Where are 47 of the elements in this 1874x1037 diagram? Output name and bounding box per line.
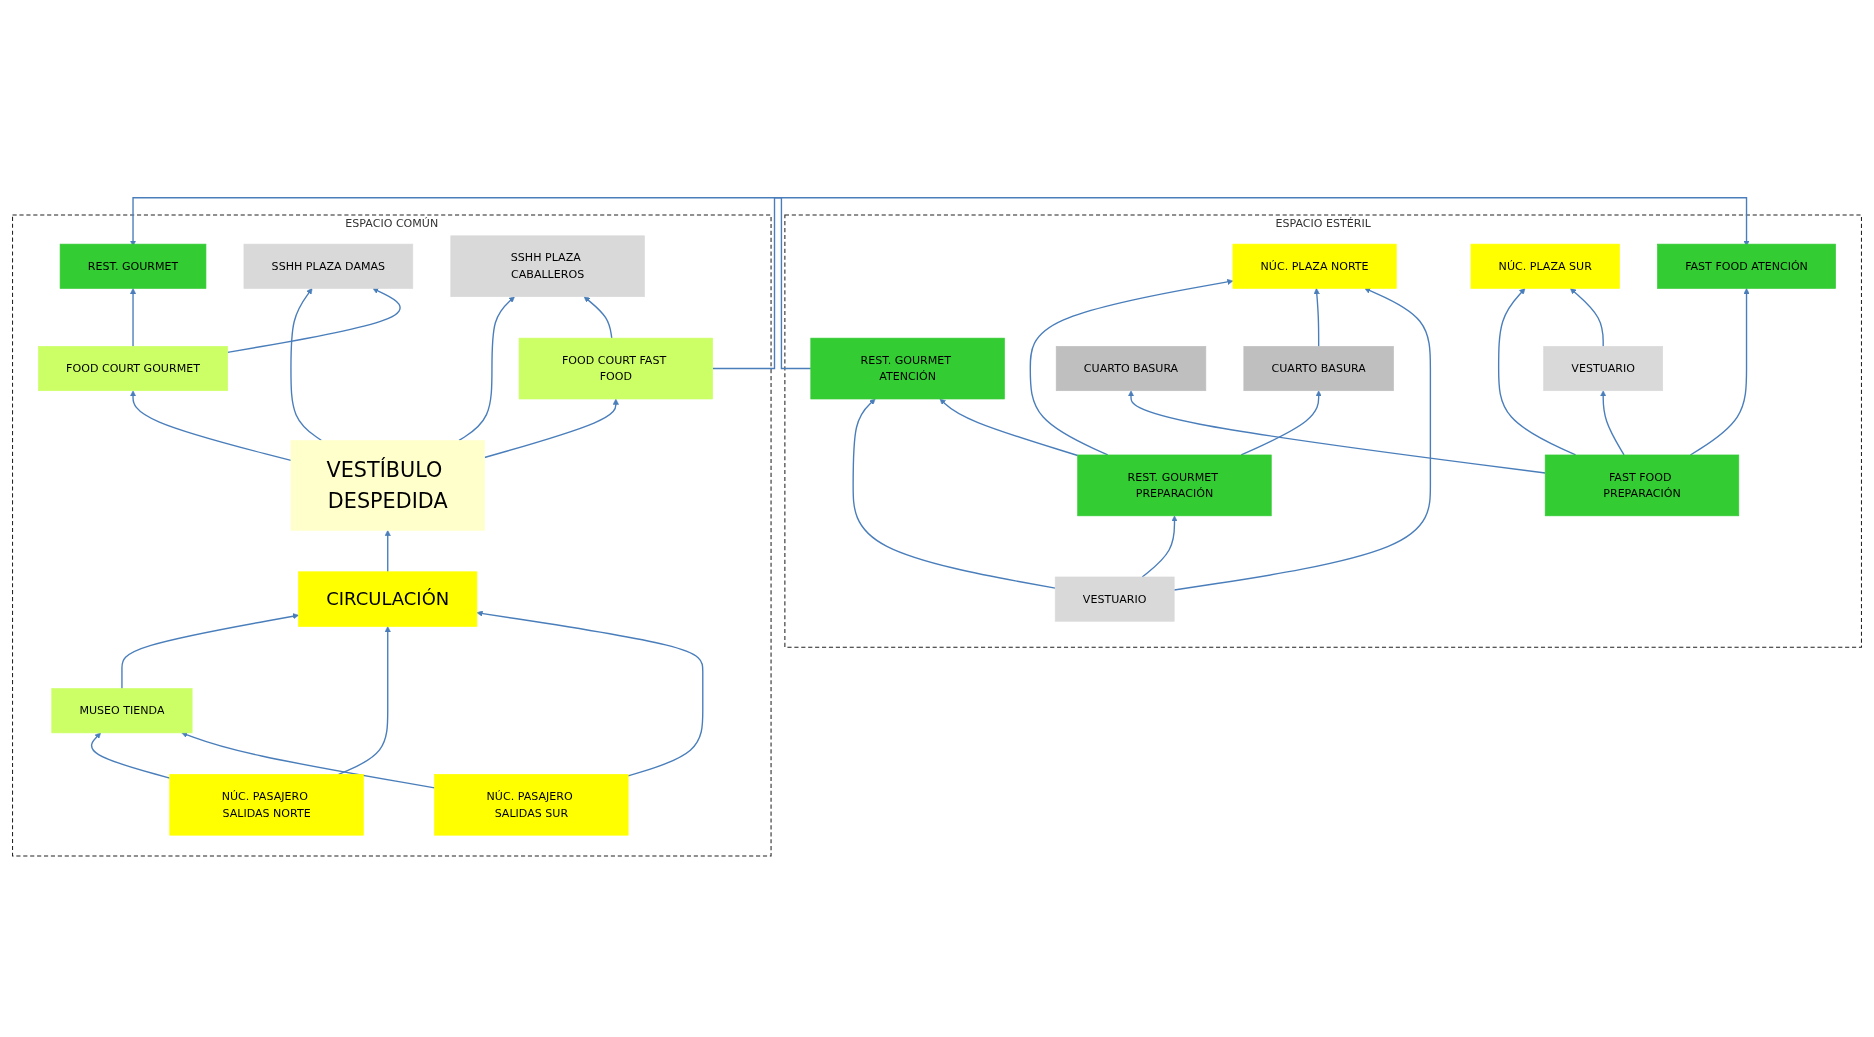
arrow — [130, 197, 812, 370]
node-box: FAST FOOD PREPARACIÓN — [1544, 454, 1740, 517]
arrow — [384, 530, 391, 573]
arrow — [939, 398, 1079, 457]
arrow — [130, 390, 292, 462]
node-box: VESTÍBULO DESPEDIDA — [290, 440, 485, 531]
arrow — [1600, 390, 1625, 456]
arrow — [583, 296, 613, 340]
arrow — [290, 288, 323, 442]
arrow — [476, 610, 704, 777]
node-box: NÚC. PLAZA SUR — [1470, 244, 1620, 289]
arrow — [1689, 288, 1750, 456]
arrow — [1313, 288, 1320, 348]
node-box: REST. GOURMET — [59, 244, 207, 289]
node-box: MUSEO TIENDA — [51, 688, 193, 734]
arrow — [1029, 279, 1234, 456]
arrow — [1128, 390, 1546, 474]
node-box: CIRCULACIÓN — [298, 571, 478, 628]
node-box: NÚC. PLAZA NORTE — [1232, 244, 1397, 289]
node-box: REST. GOURMET PREPARACIÓN — [1077, 454, 1272, 517]
arrow — [181, 732, 436, 789]
arrow — [337, 626, 391, 776]
node-box: SSHH PLAZA DAMAS — [243, 244, 414, 289]
node-box: CUARTO BASURA — [1055, 346, 1207, 392]
node-box: VESTUARIO — [1543, 346, 1663, 392]
arrow — [1497, 288, 1577, 456]
node-box: FOOD COURT GOURMET — [38, 346, 228, 392]
arrow — [458, 296, 515, 442]
node-box: CUARTO BASURA — [1243, 346, 1394, 392]
arrow — [483, 398, 619, 459]
node-box: FOOD COURT FAST FOOD — [518, 338, 713, 400]
arrow — [1173, 288, 1432, 591]
node-box: NÚC. PASAJERO SALIDAS SUR — [434, 774, 629, 836]
node-box: NÚC. PASAJERO SALIDAS NORTE — [169, 774, 364, 836]
node-box: FAST FOOD ATENCIÓN — [1657, 244, 1836, 289]
arrow — [121, 613, 299, 690]
node-box: SSHH PLAZA CABALLEROS — [450, 235, 645, 298]
arrow — [711, 197, 1750, 370]
arrow — [852, 398, 1056, 590]
arrow — [130, 288, 137, 348]
arrow — [1141, 515, 1178, 578]
arrow — [90, 732, 171, 780]
arrow — [1570, 288, 1604, 348]
arrow — [226, 288, 401, 354]
arrow — [1240, 390, 1322, 456]
node-box: REST. GOURMET ATENCIÓN — [810, 338, 1005, 400]
node-box: VESTUARIO — [1054, 576, 1175, 622]
